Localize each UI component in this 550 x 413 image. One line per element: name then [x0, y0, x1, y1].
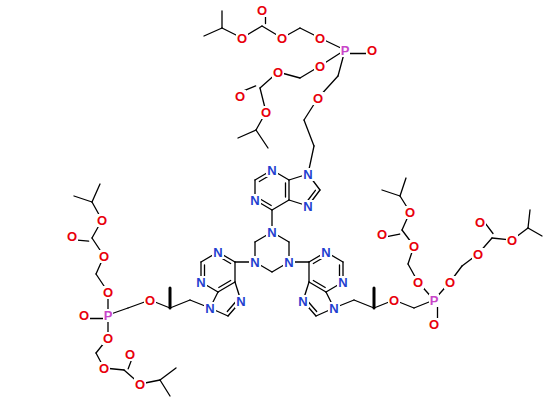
atom-label: N [235, 295, 246, 308]
bond-line [259, 198, 271, 205]
atom-label: O [256, 4, 268, 17]
bond-line [400, 178, 406, 196]
bond-line [528, 210, 530, 228]
atom-label: N [266, 164, 277, 177]
bond-line [354, 300, 374, 308]
bond-line [169, 288, 172, 308]
atom-label: O [96, 214, 108, 227]
bond-line [373, 288, 376, 308]
bond-line [304, 120, 314, 146]
atom-label: O [102, 286, 114, 299]
atom-label: P [340, 44, 351, 57]
atom-label: N [302, 168, 313, 181]
bond-line [528, 228, 542, 236]
atom-label: N [337, 276, 348, 289]
atom-label: O [78, 309, 90, 322]
atom-label: N [249, 256, 260, 269]
atom-label: O [444, 276, 456, 289]
bond-line [160, 380, 170, 396]
atom-label: O [506, 234, 518, 247]
bond-line [272, 200, 289, 210]
atom-label: O [428, 318, 440, 331]
atom-label: O [236, 32, 248, 45]
atom-label: O [124, 348, 136, 361]
atom-label: O [144, 294, 156, 307]
atom-label: P [103, 309, 114, 322]
atom-label: O [272, 66, 284, 79]
atom-label: O [260, 106, 272, 119]
bond-line [313, 280, 325, 287]
atom-label: N [320, 246, 331, 259]
bond-line [238, 130, 256, 138]
atom-label: O [408, 240, 420, 253]
bond-line [308, 301, 317, 312]
atom-label: O [412, 276, 424, 289]
atom-label: N [204, 302, 215, 315]
bond-line [308, 262, 309, 282]
atom-label: O [234, 90, 246, 103]
bond-line [288, 180, 289, 200]
atom-label: N [297, 295, 308, 308]
bond-line [382, 190, 400, 196]
atom-label: O [388, 294, 400, 307]
atom-label: O [474, 216, 486, 229]
atom-label: N [283, 256, 294, 269]
atom-label: O [376, 228, 388, 241]
atom-label: N [328, 302, 339, 315]
atom-label: O [366, 44, 378, 57]
atom-label: O [312, 92, 324, 105]
bond-line [204, 28, 222, 36]
atom-label: O [98, 362, 110, 375]
bond-line [256, 130, 268, 148]
bond-line [219, 280, 231, 287]
atom-label: O [134, 378, 146, 391]
atom-label: N [249, 194, 260, 207]
bond-line [234, 262, 235, 282]
atom-label: O [66, 230, 78, 243]
bond-line [285, 183, 286, 197]
bond-line [170, 300, 190, 308]
atom-label: N [302, 200, 313, 213]
atom-label: P [429, 294, 440, 307]
atom-label: N [195, 276, 206, 289]
atom-label: O [404, 206, 416, 219]
atom-label: O [276, 32, 288, 45]
atom-label: O [314, 32, 326, 45]
bond-line [221, 11, 222, 28]
atom-label: O [98, 250, 110, 263]
atom-label: N [266, 226, 277, 239]
bond-line [160, 368, 176, 380]
atom-label: N [212, 246, 223, 259]
atom-label: O [314, 60, 326, 73]
atom-label: O [472, 248, 484, 261]
bond-line [92, 184, 100, 202]
bond-line [74, 196, 92, 202]
atom-label: O [102, 332, 114, 345]
